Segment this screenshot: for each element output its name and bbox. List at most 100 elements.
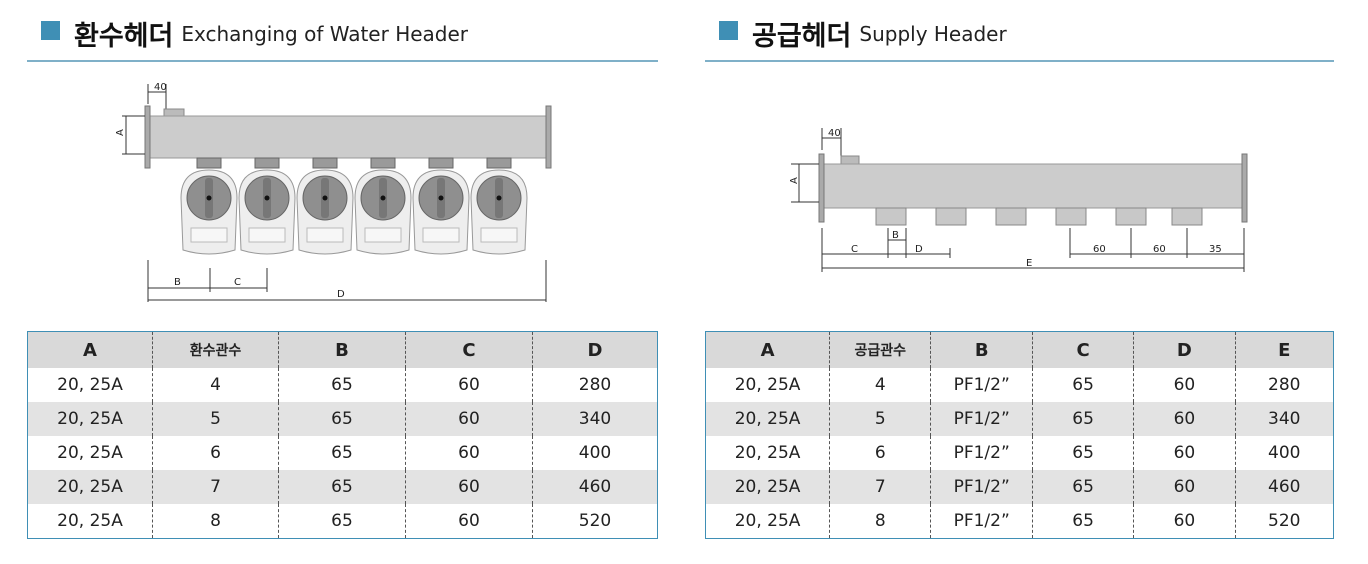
dim-spacing-3: 35 xyxy=(1209,244,1222,255)
section-square-icon xyxy=(41,21,60,40)
return-header-table-frame: A 환수관수 B C D 20, 25A 4 65 60 280 20, 25A xyxy=(27,331,658,539)
cell-e: 520 xyxy=(1234,504,1333,538)
return-header-title-en: Exchanging of Water Header xyxy=(181,21,469,46)
supply-header-diagram: 40 A B C D 60 60 35 E xyxy=(789,128,1248,272)
col-header-a: A xyxy=(706,332,830,368)
return-header-title: 환수헤더 Exchanging of Water Header xyxy=(41,14,468,54)
section-divider xyxy=(27,60,658,62)
table-row: 20, 25A 5 PF1/2” 65 60 340 xyxy=(706,402,1333,436)
dim-a-label: A xyxy=(115,129,126,136)
valve-actuator xyxy=(296,157,354,255)
cell-d: 60 xyxy=(1133,402,1236,436)
cell-e: 280 xyxy=(1234,368,1333,402)
cell-b: PF1/2” xyxy=(930,368,1033,402)
cell-a: 20, 25A xyxy=(28,402,153,436)
cell-c: 65 xyxy=(1031,402,1134,436)
cell-a: 20, 25A xyxy=(734,511,801,531)
cell-count: 8 xyxy=(829,504,931,538)
table-row: 20, 25A 7 65 60 460 xyxy=(28,470,657,504)
cell-d: 520 xyxy=(532,504,657,538)
col-header-c: C xyxy=(1031,332,1134,368)
supply-header-table: A 공급관수 B C D E 20, 25A 4 PF1/2” 65 60 28… xyxy=(706,332,1333,538)
cell-b: 65 xyxy=(278,436,406,470)
cell-a: 20, 25A xyxy=(734,375,801,395)
cell-a: 20, 25A xyxy=(734,443,801,463)
cell-b: 65 xyxy=(278,402,406,436)
table-row: 20, 25A 5 65 60 340 xyxy=(28,402,657,436)
cell-a: 20, 25A xyxy=(28,470,153,504)
col-header-d: D xyxy=(1133,332,1236,368)
cell-count: 5 xyxy=(829,402,931,436)
table-header-row: A 환수관수 B C D xyxy=(28,332,657,368)
cell-b: 65 xyxy=(278,368,406,402)
dim-40-label: 40 xyxy=(828,128,841,139)
section-divider xyxy=(705,60,1334,62)
cell-count: 8 xyxy=(152,504,279,538)
table-header-row: A 공급관수 B C D E xyxy=(706,332,1333,368)
cell-d: 340 xyxy=(532,402,657,436)
cell-e: 460 xyxy=(1234,470,1333,504)
cell-d: 400 xyxy=(532,436,657,470)
cell-c: 65 xyxy=(1031,504,1134,538)
cell-c: 65 xyxy=(1031,368,1134,402)
cell-count: 5 xyxy=(152,402,279,436)
header-pipe xyxy=(823,163,1243,209)
table-row: 20, 25A 8 65 60 520 xyxy=(28,504,657,538)
dim-40-label: 40 xyxy=(154,82,167,93)
valve-actuator xyxy=(470,157,528,255)
cell-c: 60 xyxy=(405,436,533,470)
valve-group xyxy=(180,157,528,255)
cell-d: 60 xyxy=(1133,504,1236,538)
col-header-e: E xyxy=(1234,332,1333,368)
cell-c: 60 xyxy=(405,402,533,436)
section-square-icon xyxy=(719,21,738,40)
return-header-diagram: 40 A B C D xyxy=(115,82,552,302)
table-row: 20, 25A 4 PF1/2” 65 60 280 xyxy=(706,368,1333,402)
col-header-count: 공급관수 xyxy=(829,332,931,368)
cell-a: 20, 25A xyxy=(57,375,123,395)
cell-e: 400 xyxy=(1234,436,1333,470)
dim-spacing-1: 60 xyxy=(1093,244,1106,255)
supply-header-title-ko: 공급헤더 xyxy=(752,21,852,52)
cell-c: 60 xyxy=(405,504,533,538)
cell-d: 60 xyxy=(1133,470,1236,504)
table-row: 20, 25A 8 PF1/2” 65 60 520 xyxy=(706,504,1333,538)
col-header-count: 환수관수 xyxy=(152,332,279,368)
dim-e-label: E xyxy=(1026,258,1032,269)
dim-d-label: D xyxy=(915,244,923,255)
return-header-panel: 환수헤더 Exchanging of Water Header 40 A B C … xyxy=(27,0,658,564)
dim-spacing-2: 60 xyxy=(1153,244,1166,255)
cell-a: 20, 25A xyxy=(57,511,123,531)
return-header-table: A 환수관수 B C D 20, 25A 4 65 60 280 20, 25A xyxy=(28,332,657,538)
col-header-c: C xyxy=(405,332,533,368)
col-header-b: B xyxy=(930,332,1033,368)
cell-a: 20, 25A xyxy=(706,470,830,504)
return-header-title-ko: 환수헤더 xyxy=(74,21,174,52)
cell-a: 20, 25A xyxy=(57,443,123,463)
col-header-d: D xyxy=(532,332,657,368)
cell-count: 4 xyxy=(152,368,279,402)
cell-c: 60 xyxy=(405,470,533,504)
header-pipe xyxy=(149,115,547,159)
cell-d: 60 xyxy=(1133,368,1236,402)
col-header-b: B xyxy=(278,332,406,368)
table-row: 20, 25A 7 PF1/2” 65 60 460 xyxy=(706,470,1333,504)
cell-c: 65 xyxy=(1031,436,1134,470)
cell-count: 7 xyxy=(829,470,931,504)
dim-b-label: B xyxy=(892,230,899,241)
cell-c: 60 xyxy=(405,368,533,402)
cell-count: 4 xyxy=(829,368,931,402)
cell-d: 280 xyxy=(532,368,657,402)
cell-count: 6 xyxy=(152,436,279,470)
table-row: 20, 25A 4 65 60 280 xyxy=(28,368,657,402)
valve-actuator xyxy=(412,157,470,255)
cell-b: 65 xyxy=(278,504,406,538)
dim-a-label: A xyxy=(789,177,800,184)
cell-b: PF1/2” xyxy=(930,504,1033,538)
col-header-a: A xyxy=(28,332,153,368)
cell-d: 60 xyxy=(1133,436,1236,470)
table-row: 20, 25A 6 65 60 400 xyxy=(28,436,657,470)
table-row: 20, 25A 6 PF1/2” 65 60 400 xyxy=(706,436,1333,470)
